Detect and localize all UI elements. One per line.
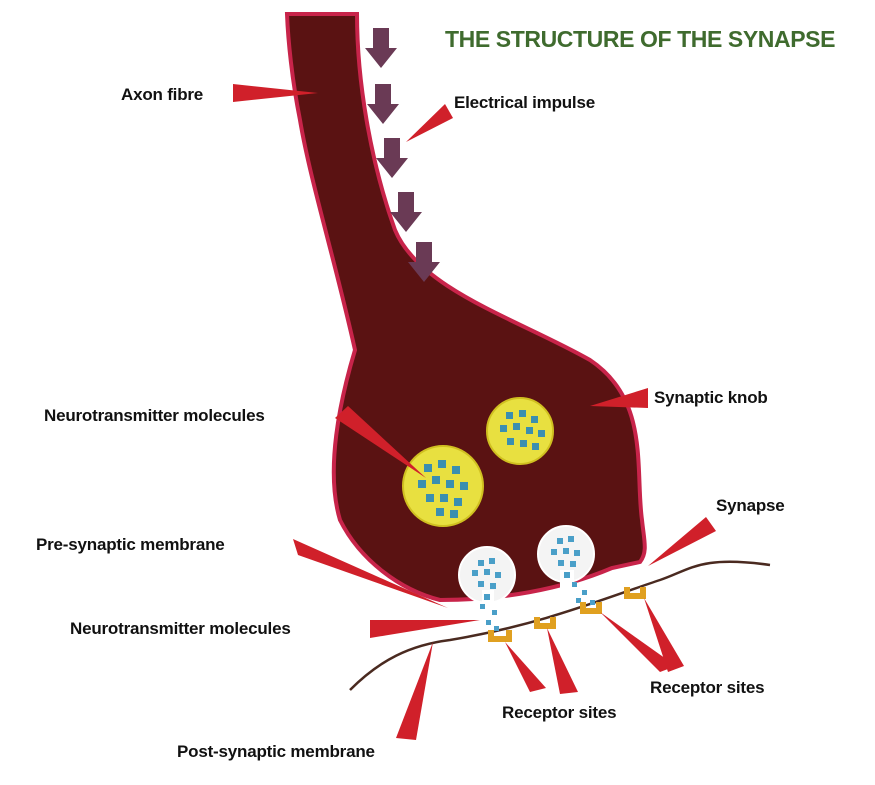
pointer-receptor-mid-2 xyxy=(547,628,578,694)
label-synaptic-knob: Synaptic knob xyxy=(654,388,768,408)
pointer-post-synaptic-membrane xyxy=(396,642,433,740)
label-receptor-sites-right: Receptor sites xyxy=(650,678,764,698)
pointer-synapse xyxy=(648,517,716,566)
label-synapse: Synapse xyxy=(716,496,785,516)
impulse-arrow-3 xyxy=(376,138,408,178)
label-receptor-sites-middle: Receptor sites xyxy=(502,703,616,723)
diagram-title: THE STRUCTURE OF THE SYNAPSE xyxy=(445,26,875,53)
label-post-synaptic-membrane: Post-synaptic membrane xyxy=(177,742,375,762)
pointer-electrical-impulse xyxy=(406,104,453,142)
pointer-receptor-mid-1 xyxy=(505,642,546,692)
receptor-site-1 xyxy=(488,630,512,642)
label-neurotransmitter-molecules-lower: Neurotransmitter molecules xyxy=(70,619,291,639)
label-axon-fibre: Axon fibre xyxy=(121,85,203,105)
label-pre-synaptic-membrane: Pre-synaptic membrane xyxy=(36,535,225,555)
impulse-arrow-2 xyxy=(367,84,399,124)
pointer-neurotransmitter-lower xyxy=(370,620,480,638)
vesicle-fusing-right xyxy=(538,526,595,605)
vesicle-right xyxy=(487,398,553,464)
impulse-arrow-1 xyxy=(365,28,397,68)
label-neurotransmitter-molecules-upper: Neurotransmitter molecules xyxy=(44,406,265,426)
vesicle-left xyxy=(403,446,483,526)
label-electrical-impulse: Electrical impulse xyxy=(454,93,595,113)
vesicle-fusing-left xyxy=(459,547,515,631)
